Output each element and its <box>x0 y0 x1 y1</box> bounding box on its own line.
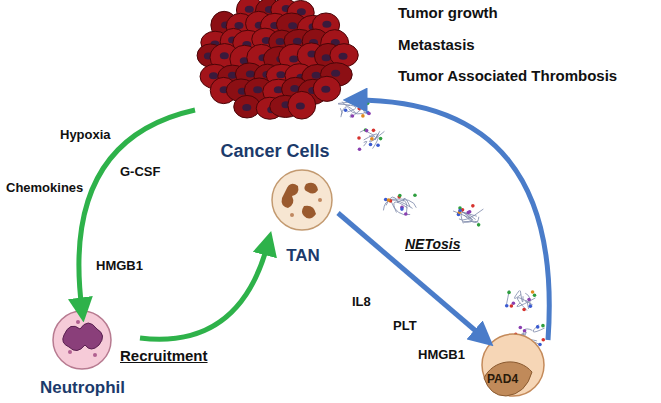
netting-cell-node: PAD4 <box>478 330 548 400</box>
outcome-label: Tumor Associated Thrombosis <box>398 67 617 84</box>
outcome-label: Tumor growth <box>398 4 498 21</box>
factor-label: G-CSF <box>120 164 160 179</box>
recruitment-label: Recruitment <box>120 347 208 364</box>
factor-label: HMGB1 <box>418 347 465 362</box>
node-label: Cancer Cells <box>220 141 329 162</box>
arrow-connector <box>338 213 484 338</box>
tan-cell <box>272 170 332 230</box>
factor-label: HMGB1 <box>96 258 143 273</box>
netting-neutrophil <box>482 334 544 396</box>
neutrophil-cell <box>53 311 111 369</box>
tan-node: TAN <box>268 168 338 268</box>
node-label: Neutrophil <box>40 378 125 398</box>
factor-label: Hypoxia <box>60 127 111 142</box>
cancer-cell-node: Cancer Cells <box>195 2 355 164</box>
arrow-connector <box>140 243 268 339</box>
node-label: TAN <box>286 246 320 266</box>
node-label: PAD4 <box>487 372 518 386</box>
netosis-label: NETosis <box>405 236 461 252</box>
factor-label: PLT <box>393 318 417 333</box>
factor-label: IL8 <box>352 294 371 309</box>
outcome-label: Metastasis <box>398 36 475 53</box>
cancer-cell-cluster <box>197 0 358 119</box>
arrow-connector <box>355 100 549 340</box>
factor-label: Chemokines <box>6 180 83 195</box>
net-fibers <box>338 100 545 346</box>
